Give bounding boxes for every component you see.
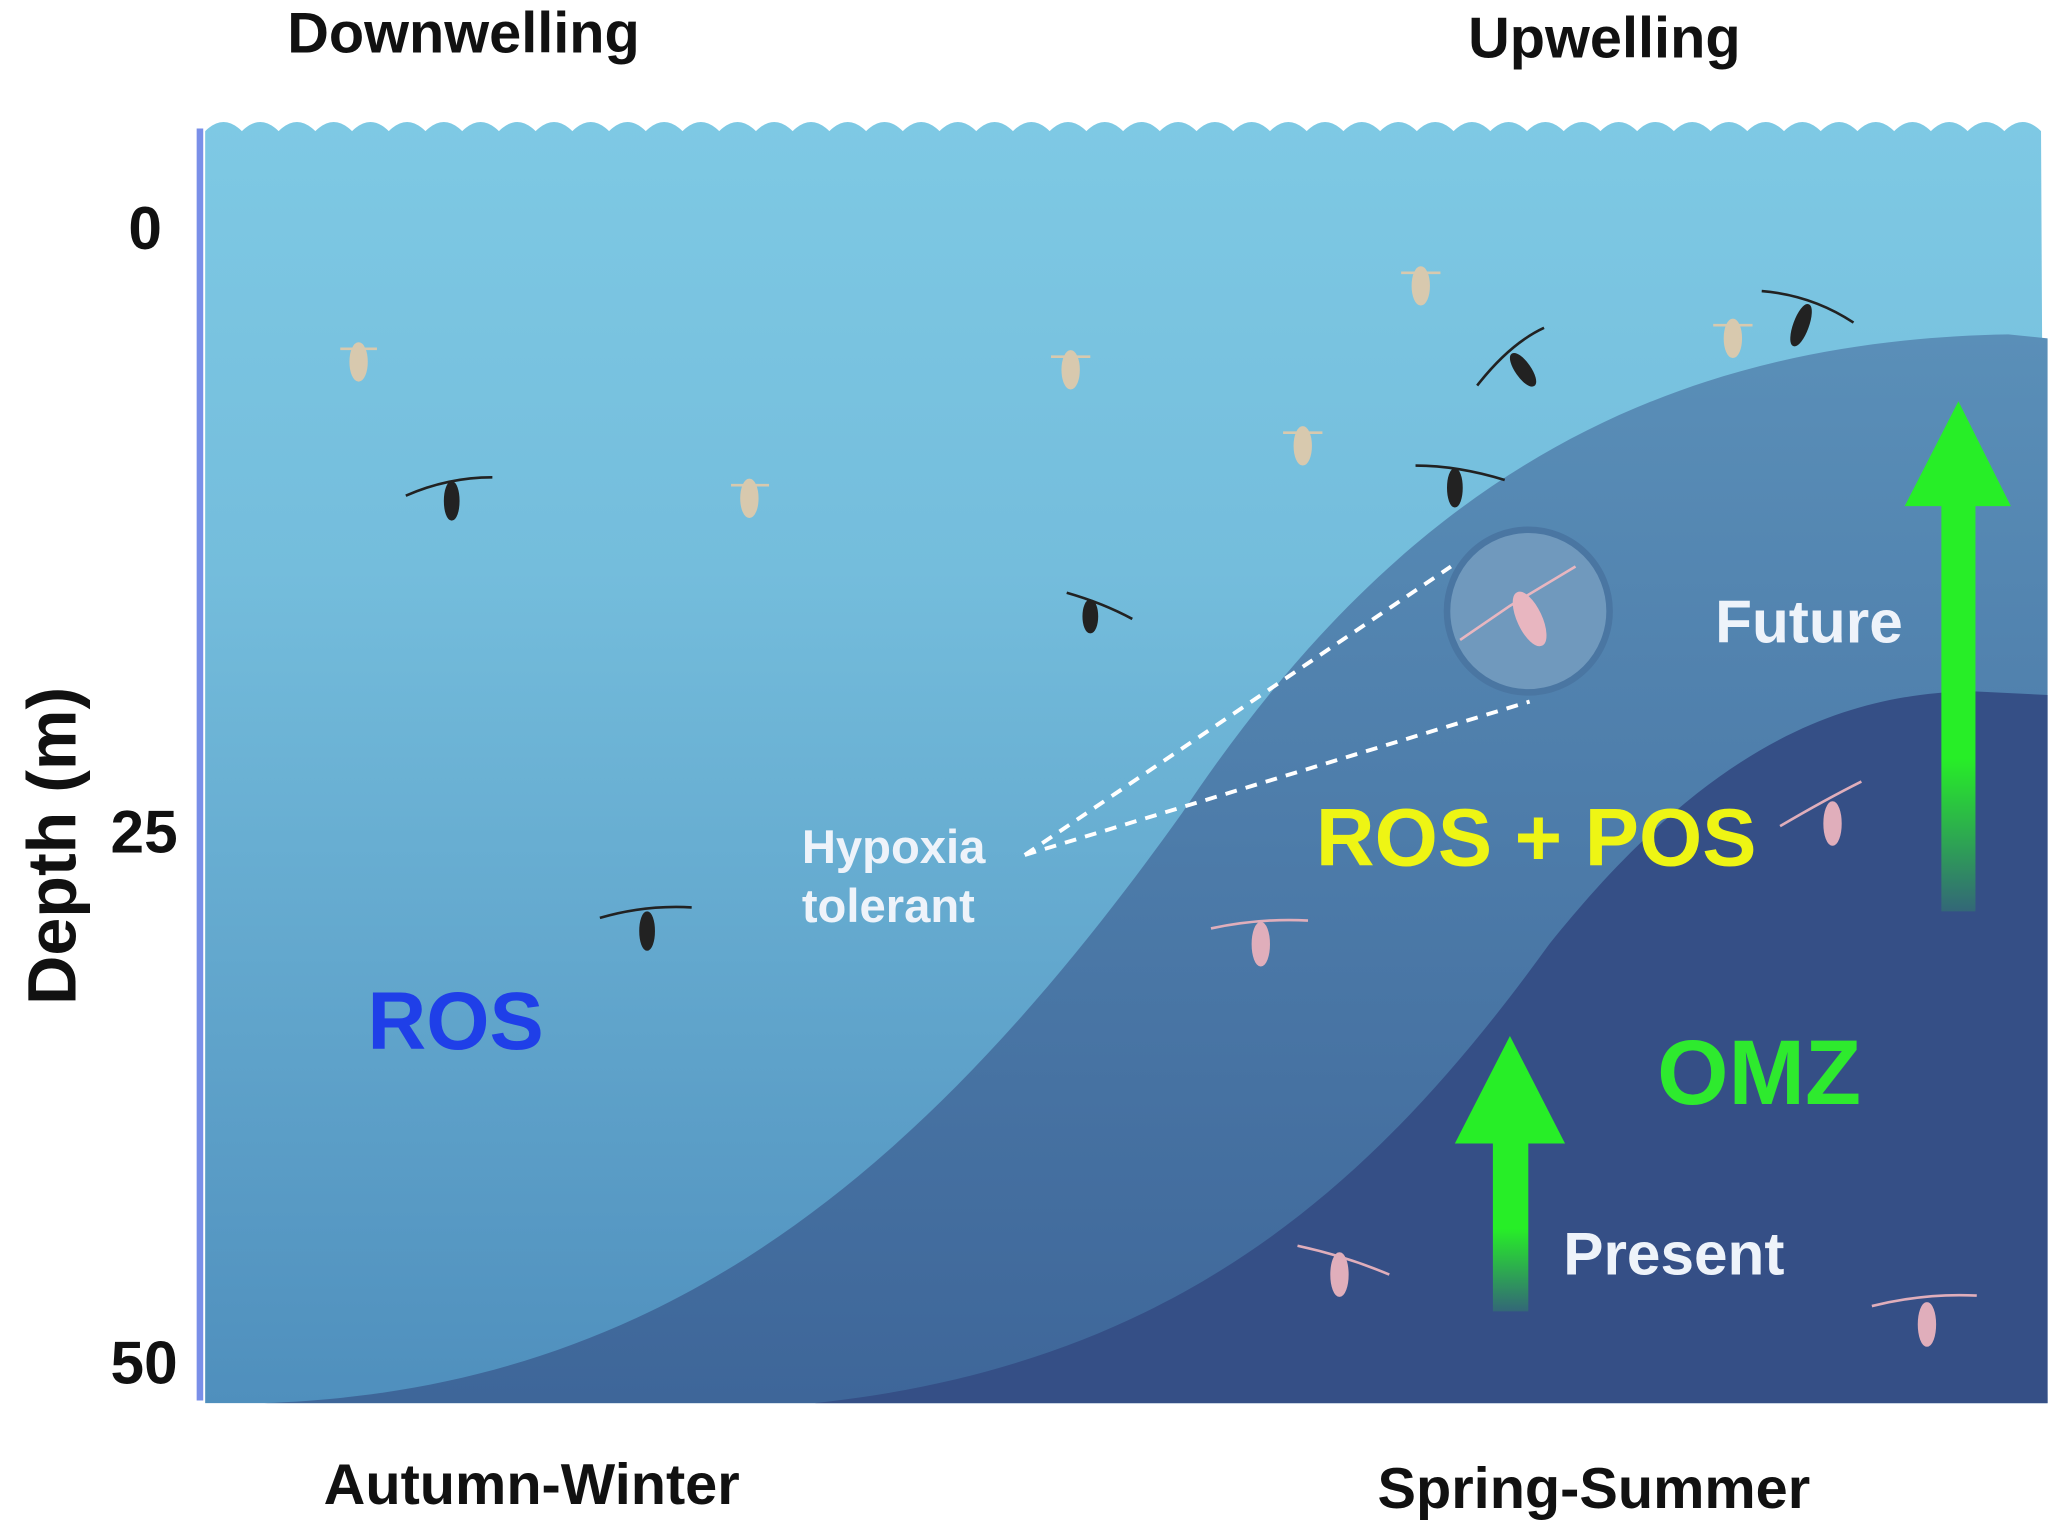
pale-copepod-icon — [1713, 318, 1753, 358]
callout-line-lower — [1024, 699, 1531, 857]
hypoxia-label-line2: tolerant — [802, 880, 975, 933]
callout-line-upper — [1023, 564, 1453, 857]
pink-copepod-icon — [1871, 1293, 1977, 1347]
ros-pos-label: ROS + POS — [1316, 792, 1757, 883]
pale-copepod-icon — [1401, 266, 1441, 306]
depth-tick-25: 25 — [111, 797, 178, 865]
depth-tick-50: 50 — [111, 1328, 178, 1396]
dark-copepod-icon — [1476, 326, 1545, 387]
downwelling-label: Downwelling — [287, 1, 640, 65]
pink-copepod-icon — [1779, 780, 1862, 846]
hypoxia-label-line1: Hypoxia — [802, 821, 986, 874]
dark-copepod-icon — [405, 476, 493, 521]
dark-copepod-icon — [1761, 289, 1855, 347]
pale-copepod-icon — [1283, 426, 1323, 466]
omz-zone — [814, 691, 2048, 1404]
pale-copepod-icon — [1050, 350, 1091, 390]
hypoxia-tolerant-copepod-icon — [1459, 565, 1577, 647]
present-label: Present — [1563, 1220, 1784, 1288]
omz-label: OMZ — [1657, 1022, 1861, 1124]
depth-axis-label: Depth (m) — [14, 687, 90, 1005]
dark-copepod-icon — [599, 905, 692, 951]
ros-label: ROS — [368, 976, 544, 1067]
pale-copepod-icon — [731, 478, 770, 518]
future-arrow-icon — [1904, 401, 2011, 912]
pink-copepod-icon — [1297, 1244, 1390, 1297]
present-arrow-icon — [1454, 1035, 1566, 1312]
dark-copepod-icon — [1066, 591, 1133, 634]
depth-tick-0: 0 — [128, 194, 162, 262]
copepods — [340, 266, 1977, 1347]
upwelling-label: Upwelling — [1468, 7, 1740, 71]
dark-copepod-icon — [1415, 464, 1506, 508]
pale-copepod-icon — [340, 342, 377, 382]
pink-copepod-icon — [1210, 918, 1309, 967]
spring-summer-label: Spring-Summer — [1378, 1457, 1811, 1521]
autumn-winter-label: Autumn-Winter — [324, 1453, 740, 1517]
future-label: Future — [1715, 588, 1903, 656]
